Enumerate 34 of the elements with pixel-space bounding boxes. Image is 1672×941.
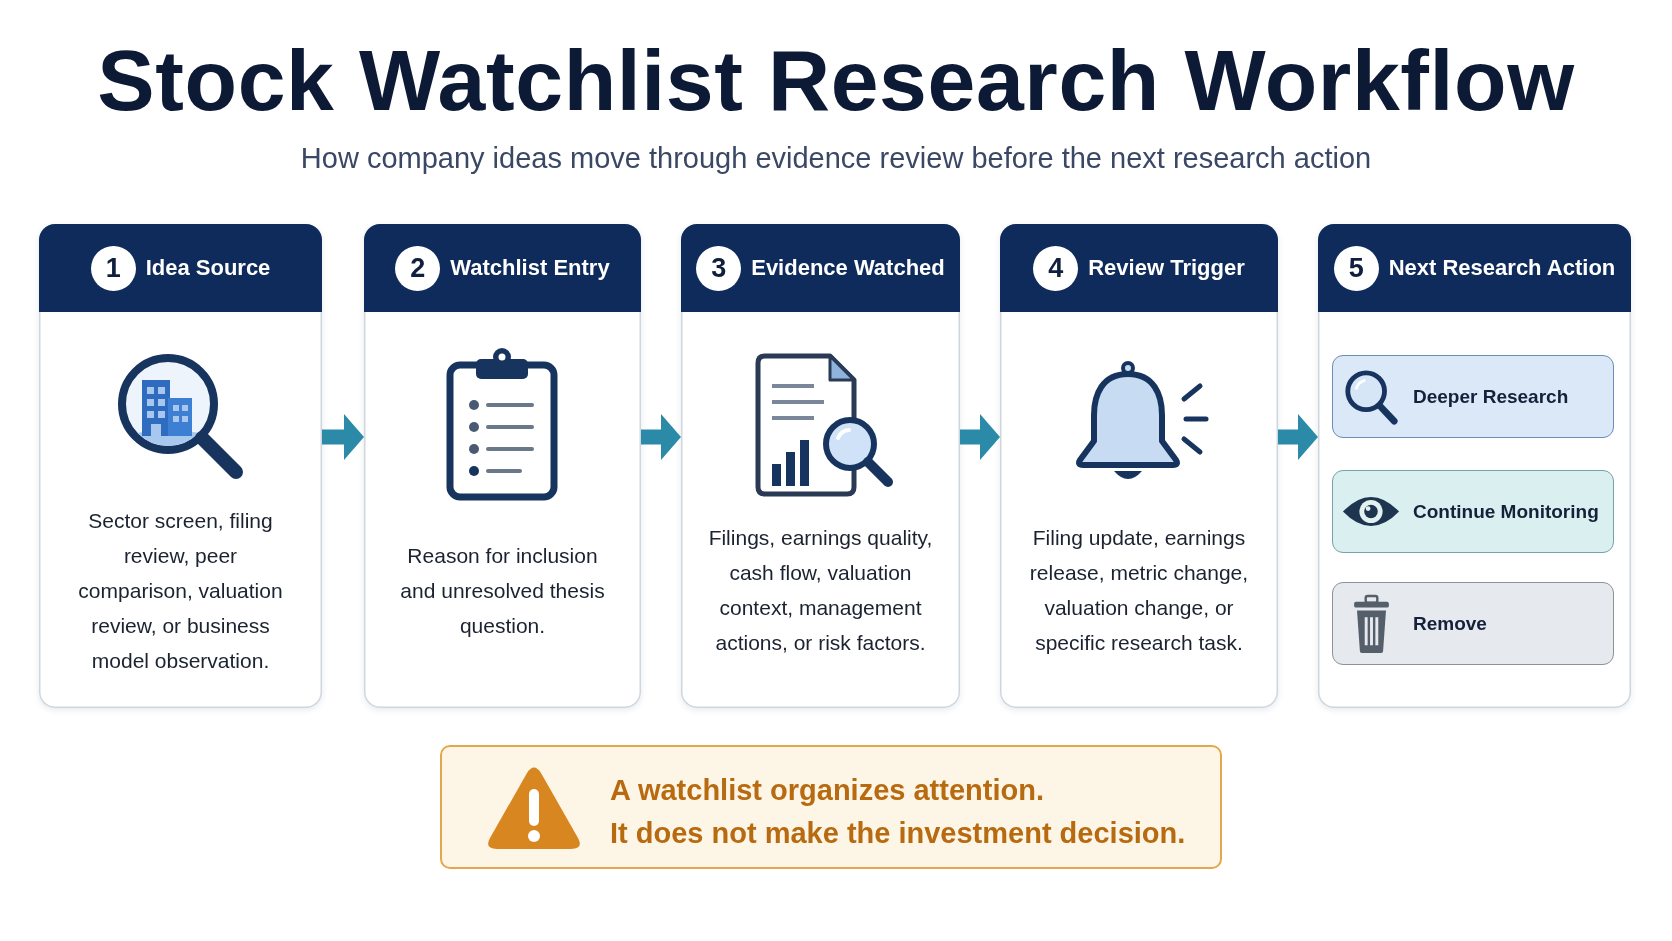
subtitle: How company ideas move through evidence review before the next research action bbox=[300, 141, 1372, 175]
step-title: Idea Source bbox=[145, 255, 271, 281]
step-card bbox=[681, 224, 960, 708]
step-description: Sector screen, filing review, peer comparison, valuation review, or business model observation. bbox=[77, 507, 284, 674]
arrow bbox=[1278, 414, 1318, 460]
warning-callout bbox=[440, 745, 1222, 869]
callout-text: A watchlist organizes attention. bbox=[610, 773, 1044, 808]
step-title: Review Trigger bbox=[1088, 255, 1245, 281]
arrow bbox=[322, 414, 364, 460]
action-option bbox=[1332, 355, 1614, 438]
step-number: 1 bbox=[90, 245, 136, 291]
step-description: Reason for inclusion and unresolved thesis question. bbox=[399, 542, 606, 639]
step-card bbox=[1318, 224, 1631, 708]
step-number: 3 bbox=[696, 245, 742, 291]
title: Stock Watchlist Research Workflow bbox=[97, 31, 1575, 130]
action-option bbox=[1332, 470, 1614, 553]
step-number: 2 bbox=[395, 245, 441, 291]
step-number: 4 bbox=[1033, 245, 1079, 291]
step-card bbox=[39, 224, 322, 708]
callout-text: It does not make the investment decision. bbox=[610, 816, 1186, 851]
action-option bbox=[1332, 582, 1614, 665]
step-description: Filing update, earnings release, metric change, valuation change, or specific research task. bbox=[1028, 525, 1250, 656]
step-card bbox=[364, 224, 641, 708]
arrow bbox=[641, 414, 681, 460]
step-title: Next Research Action bbox=[1388, 255, 1616, 281]
step-card bbox=[1000, 224, 1278, 708]
step-title: Watchlist Entry bbox=[450, 255, 610, 281]
step-description: Filings, earnings quality, cash flow, valuation context, management actions, or risk factors. bbox=[707, 525, 934, 656]
step-number: 5 bbox=[1333, 245, 1379, 291]
arrow bbox=[960, 414, 1000, 460]
option-label: Remove bbox=[1413, 612, 1487, 635]
option-label: Deeper Research bbox=[1413, 385, 1569, 408]
option-label: Continue Monitoring bbox=[1413, 500, 1599, 523]
step-title: Evidence Watched bbox=[751, 255, 945, 281]
